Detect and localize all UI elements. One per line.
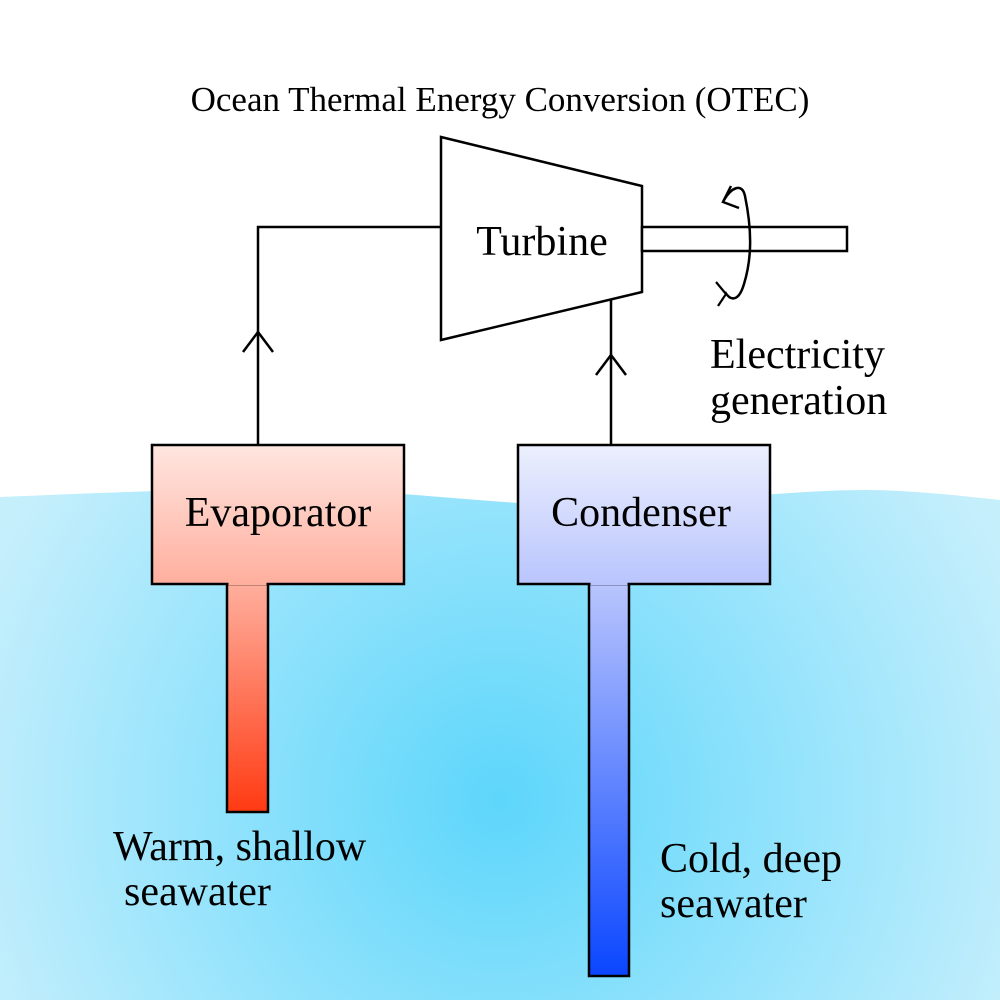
evaporator	[150, 443, 406, 586]
rotation-arrowhead-lower	[715, 281, 728, 307]
evaporator-warm-pipe	[225, 583, 270, 814]
turbine-shaft	[640, 225, 849, 253]
turbine-label: Turbine	[476, 219, 607, 265]
flow-arrow-up-right	[595, 352, 627, 376]
evaporator-label: Evaporator	[185, 490, 372, 536]
condenser-label: Condenser	[551, 490, 731, 536]
turbine	[439, 135, 644, 342]
evaporator-seam	[228, 581, 267, 585]
electricity-label-line2: generation	[710, 378, 887, 424]
electricity-label-line1: Electricity	[710, 332, 885, 378]
cold-water-label-line2: seawater	[660, 881, 807, 927]
warm-water-label-line1: Warm, shallow	[113, 824, 367, 870]
flow-arrow-up-left	[242, 329, 274, 353]
cold-water-label-line1: Cold, deep	[660, 836, 842, 882]
warm-water-label-line2: seawater	[124, 869, 271, 915]
rotation-arrow-icon	[722, 186, 752, 300]
condenser-seam	[590, 581, 628, 585]
condenser-cold-pipe	[587, 583, 631, 978]
rotation-arrowhead	[721, 185, 740, 210]
evaporator-to-turbine-pipe	[256, 225, 441, 445]
ocean	[0, 489, 1000, 1000]
condenser	[516, 443, 772, 586]
diagram-title: Ocean Thermal Energy Conversion (OTEC)	[191, 80, 810, 119]
